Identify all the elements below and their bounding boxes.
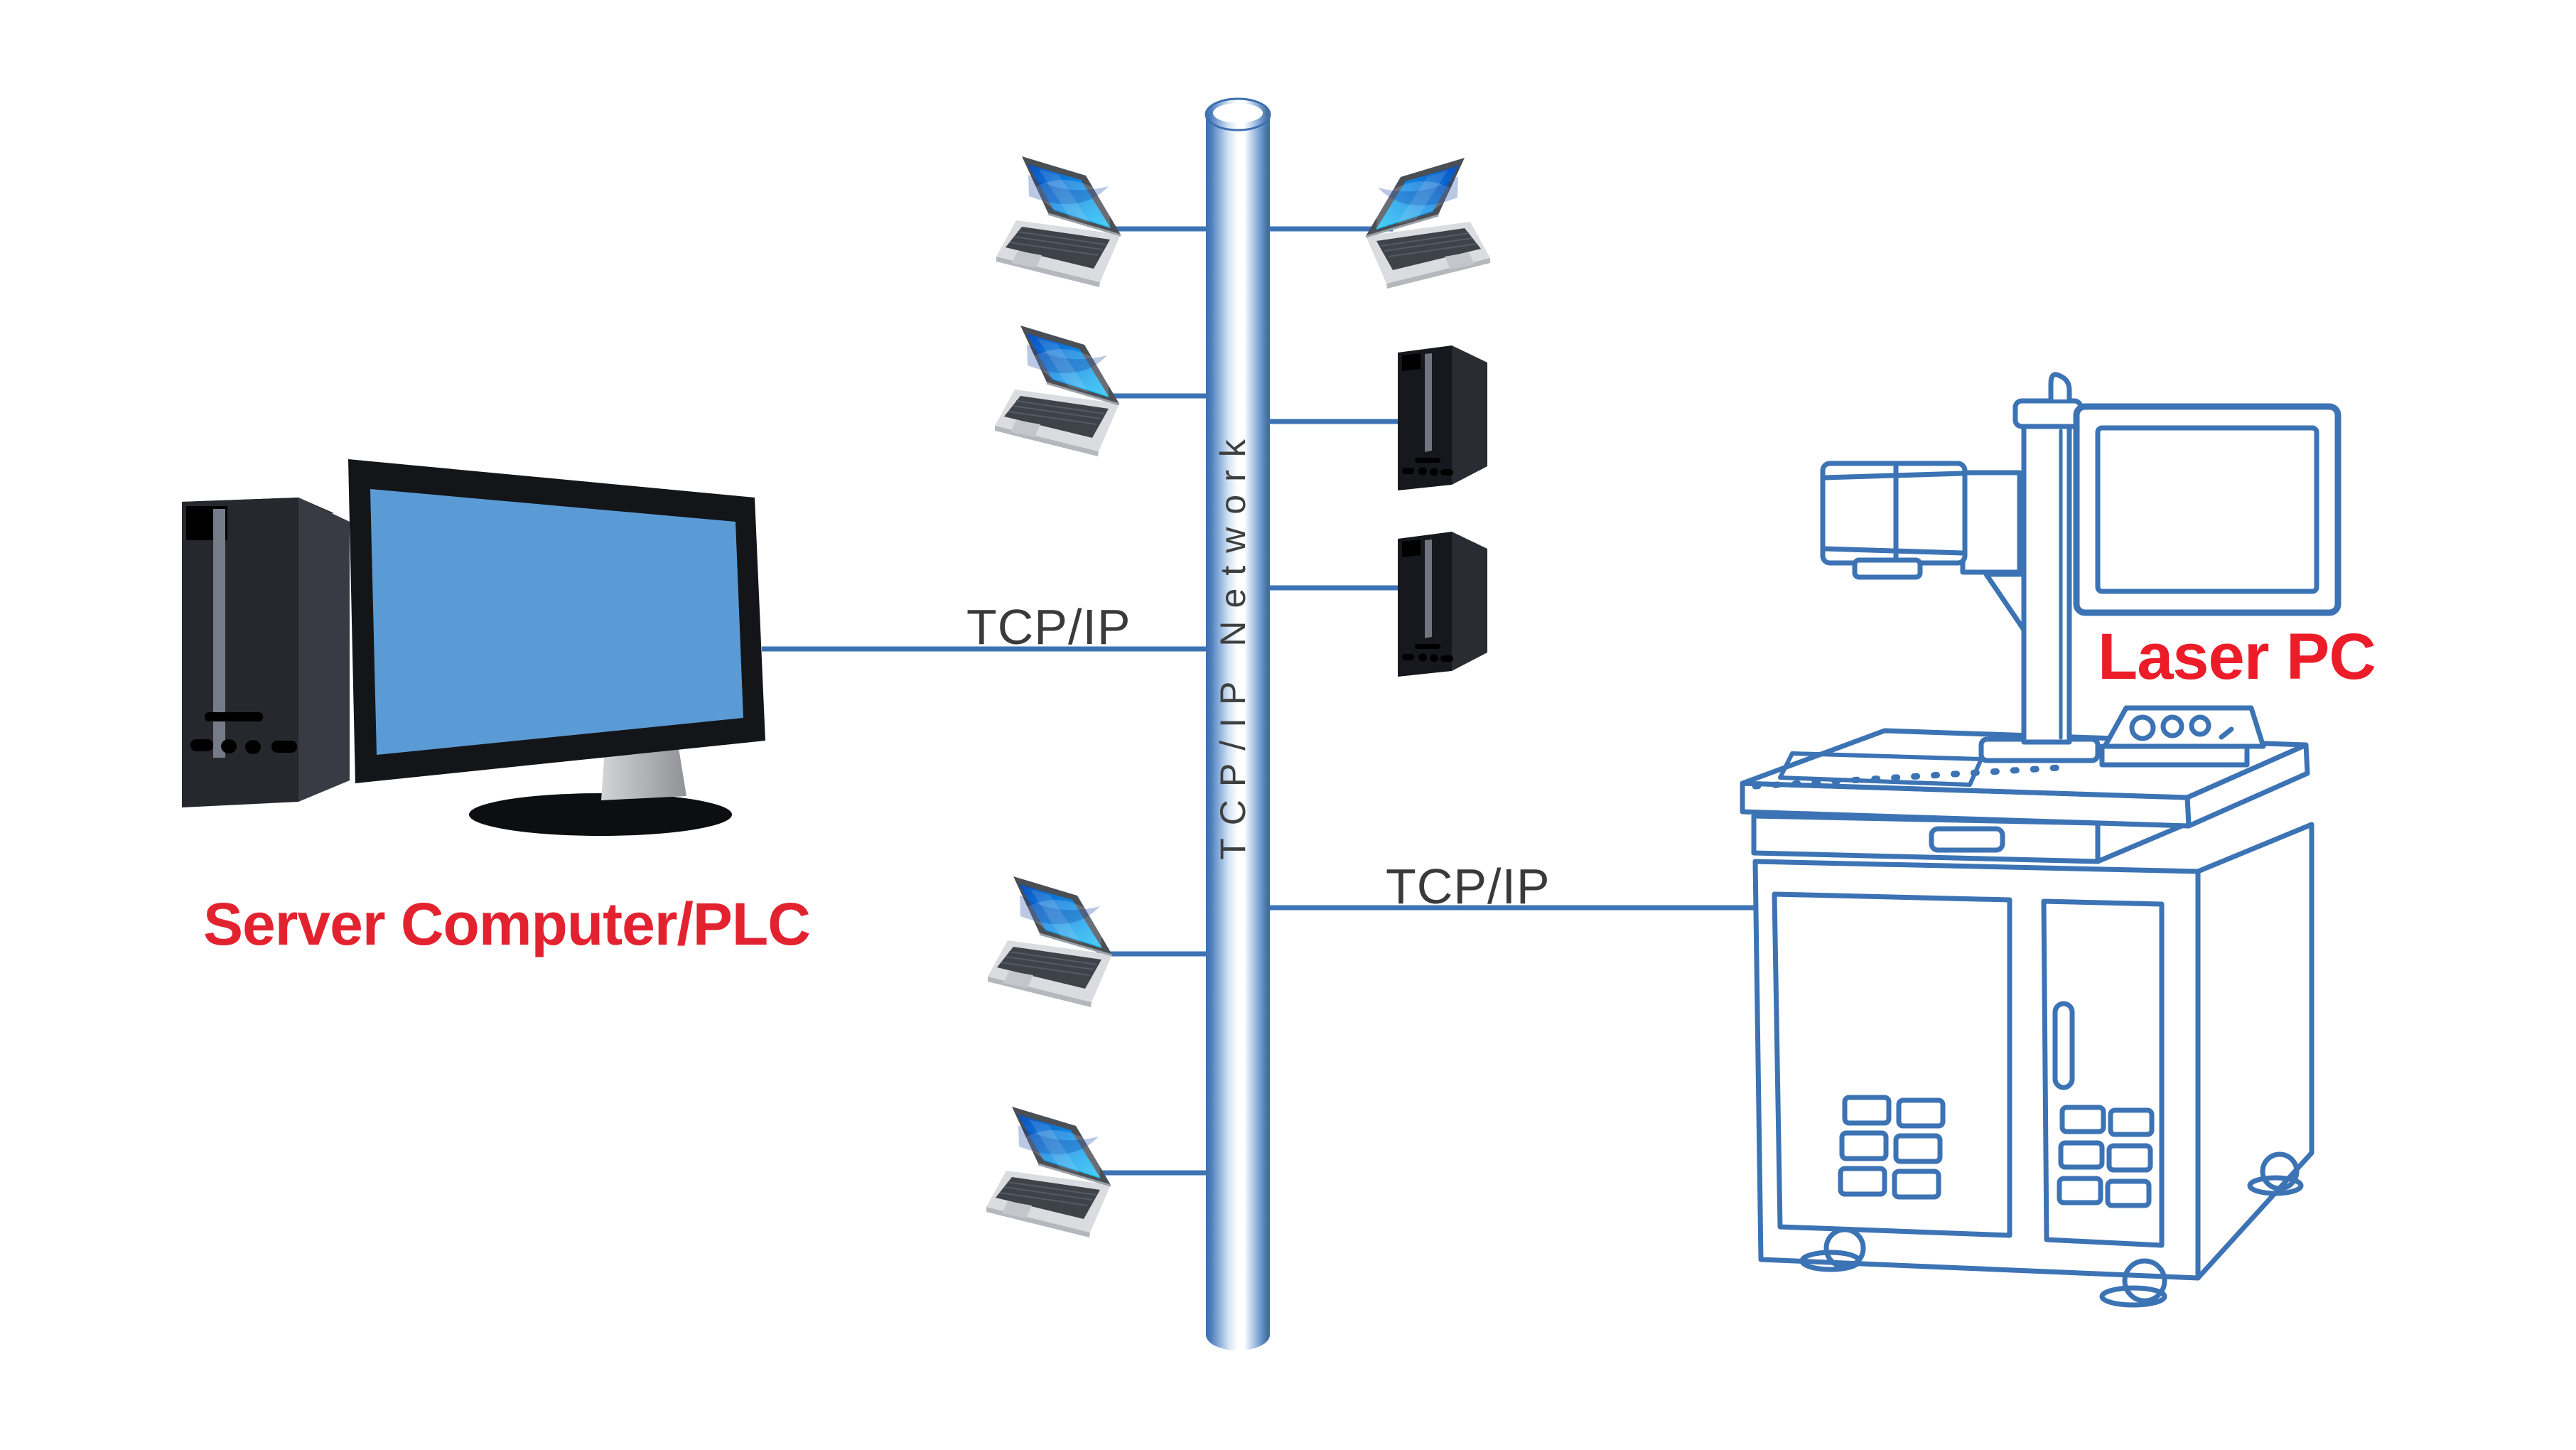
marking-plate [1778, 751, 1983, 787]
laptop-icon [986, 875, 1114, 1009]
laser-column [2012, 372, 2084, 745]
tcpip-label-left: TCP/IP [966, 599, 1131, 655]
column-knob [2048, 372, 2072, 402]
vent-grid [1838, 1095, 1946, 1200]
pipe-top-opening [1213, 103, 1263, 123]
monitor-screen [370, 489, 743, 755]
monitor-base [469, 793, 732, 836]
network-pipe [1205, 97, 1271, 1350]
machine-table [1740, 728, 2310, 829]
drawer-handle [1929, 826, 2005, 853]
cabinet-right-door [2041, 898, 2165, 1248]
server-computer [182, 459, 765, 836]
server-label: Server Computer/PLC [203, 891, 811, 957]
laser-head [1820, 461, 2027, 633]
column-cap [2012, 398, 2084, 429]
server-monitor-icon [348, 459, 765, 836]
connection-lines [762, 226, 1755, 1176]
caster-wheel [2247, 1151, 2304, 1196]
control-panel [2099, 705, 2266, 768]
cabinet-left-door [1772, 891, 2012, 1238]
machine-cabinet [1752, 822, 2314, 1308]
laser-lens [1852, 557, 1923, 580]
panel-button [2129, 714, 2156, 741]
laser-monitor [2073, 403, 2341, 616]
server-tower-icon [182, 498, 350, 807]
laser-machine-sketch [1740, 372, 2341, 1308]
tower-pc-icon [1398, 532, 1487, 677]
laser-pc-label: Laser PC [2098, 621, 2376, 693]
panel-button [2160, 714, 2184, 739]
vent-grid [2057, 1105, 2155, 1208]
caster-wheel [2099, 1258, 2167, 1308]
laptop-icon [995, 155, 1122, 289]
tcpip-label-right: TCP/IP [1386, 859, 1551, 914]
laptop-icon [1364, 156, 1492, 290]
laptop-icon [993, 324, 1121, 458]
tower-pc-icon [1398, 345, 1487, 490]
network-bus-label: TCP/IP Network [1213, 426, 1253, 860]
caster-wheel [1799, 1227, 1866, 1272]
door-handle [2052, 1001, 2075, 1090]
panel-button [2189, 714, 2211, 737]
laptop-icon [985, 1105, 1112, 1239]
